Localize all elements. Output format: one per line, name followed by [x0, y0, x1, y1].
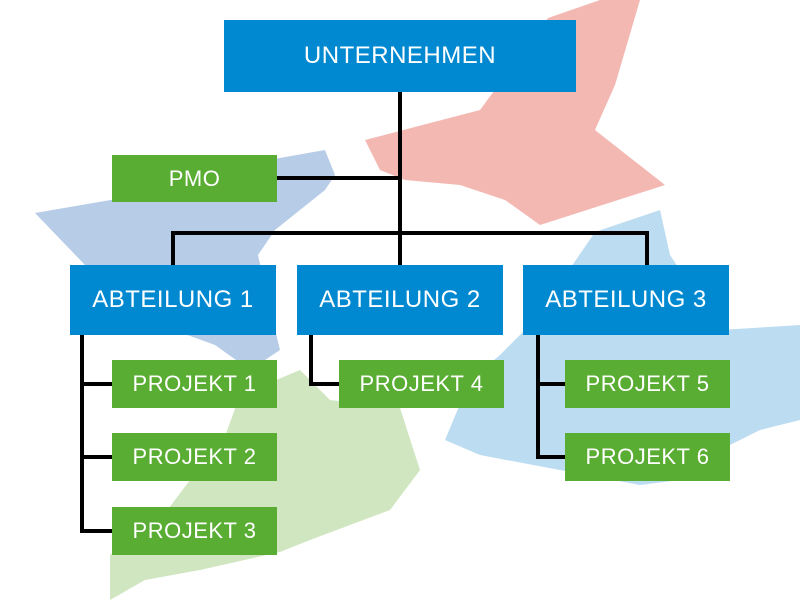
org-project-label: PROJEKT 5: [585, 371, 710, 396]
org-project-label: PROJEKT 3: [132, 518, 257, 543]
org-pmo: PMO: [112, 155, 277, 202]
org-project-2: PROJEKT 2: [112, 433, 277, 481]
org-project-label: PROJEKT 6: [585, 444, 710, 469]
background-shape-red: [365, 0, 665, 225]
org-department-label: ABTEILUNG 2: [319, 286, 481, 313]
org-project-label: PROJEKT 1: [132, 371, 257, 396]
org-project-label: PROJEKT 4: [359, 371, 484, 396]
org-project-1: PROJEKT 1: [112, 360, 277, 408]
org-pmo-label: PMO: [168, 165, 221, 191]
org-project-6: PROJEKT 6: [565, 433, 730, 481]
org-root-label: UNTERNEHMEN: [303, 42, 497, 69]
org-root-company: UNTERNEHMEN: [224, 20, 576, 92]
org-project-4: PROJEKT 4: [339, 360, 504, 408]
org-department-3: ABTEILUNG 3: [523, 265, 729, 335]
org-department-label: ABTEILUNG 1: [92, 286, 254, 313]
org-department-1: ABTEILUNG 1: [70, 265, 276, 335]
background-shape-light-blue: [445, 210, 800, 485]
org-department-label: ABTEILUNG 3: [545, 286, 707, 313]
org-department-2: ABTEILUNG 2: [297, 265, 503, 335]
org-project-3: PROJEKT 3: [112, 507, 277, 555]
org-project-5: PROJEKT 5: [565, 360, 730, 408]
org-project-label: PROJEKT 2: [132, 444, 257, 469]
